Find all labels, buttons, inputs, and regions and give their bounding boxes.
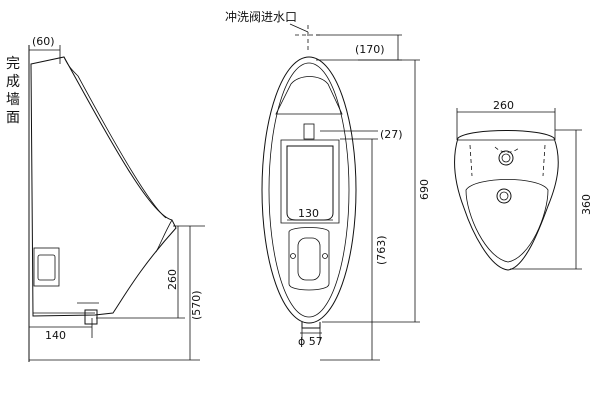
dim-360: 360	[580, 194, 593, 215]
finished-wall-label-4: 面	[6, 110, 20, 126]
dim-260-side: 260	[166, 269, 179, 290]
side-access-panel-frame	[33, 247, 60, 287]
side-access-panel	[37, 254, 56, 281]
side-body-outline	[30, 56, 177, 317]
front-drain-area	[288, 227, 330, 291]
side-body-inner-line	[63, 56, 167, 219]
dim-130: 130	[298, 207, 319, 220]
front-outlet	[301, 322, 321, 329]
side-outlet	[84, 309, 98, 325]
finished-wall-label-2: 成	[6, 74, 20, 90]
top-inlet-hole	[498, 150, 514, 166]
dim-57: ϕ 57	[298, 335, 323, 348]
front-view: 冲洗阀进水口 (170) ϕ 57 130	[225, 9, 431, 361]
dim-170: (170)	[355, 43, 385, 56]
top-inlet-hole-inner	[501, 153, 511, 163]
front-fixing-hole-right	[322, 253, 328, 259]
top-bowl-inner	[465, 179, 549, 263]
dim-690: 690	[418, 179, 431, 200]
top-drain-hole-inner	[499, 191, 509, 201]
front-upper-panel	[275, 76, 343, 115]
top-dash-arc	[494, 146, 521, 153]
front-valve-block	[303, 123, 315, 140]
side-view: 完 成 墙 面 (60) 260 (570) 140	[6, 35, 205, 362]
front-body-outer	[261, 56, 357, 324]
flush-valve-inlet-label: 冲洗阀进水口	[225, 9, 297, 24]
top-dash-left	[469, 144, 473, 177]
side-bowl-edge	[155, 219, 173, 253]
dim-27: (27)	[380, 128, 403, 141]
dim-570-side: (570)	[190, 290, 203, 320]
dim-60: (60)	[32, 35, 55, 48]
top-drain-hole	[496, 188, 512, 204]
front-bowl-rim	[280, 139, 340, 224]
dim-763: (763)	[375, 235, 388, 265]
top-view: 260 360	[454, 99, 593, 271]
top-dash-right	[542, 144, 546, 177]
top-body-outline	[454, 130, 559, 271]
dim-260-top: 260	[493, 99, 514, 112]
front-drain-slot	[297, 237, 321, 281]
front-fixing-hole-left	[290, 253, 296, 259]
finished-wall-label-3: 墙	[6, 92, 20, 108]
dim-140: 140	[45, 329, 66, 342]
finished-wall-label-1: 完	[6, 56, 20, 72]
inlet-leader-line	[289, 23, 309, 33]
front-body-inner	[268, 62, 350, 318]
